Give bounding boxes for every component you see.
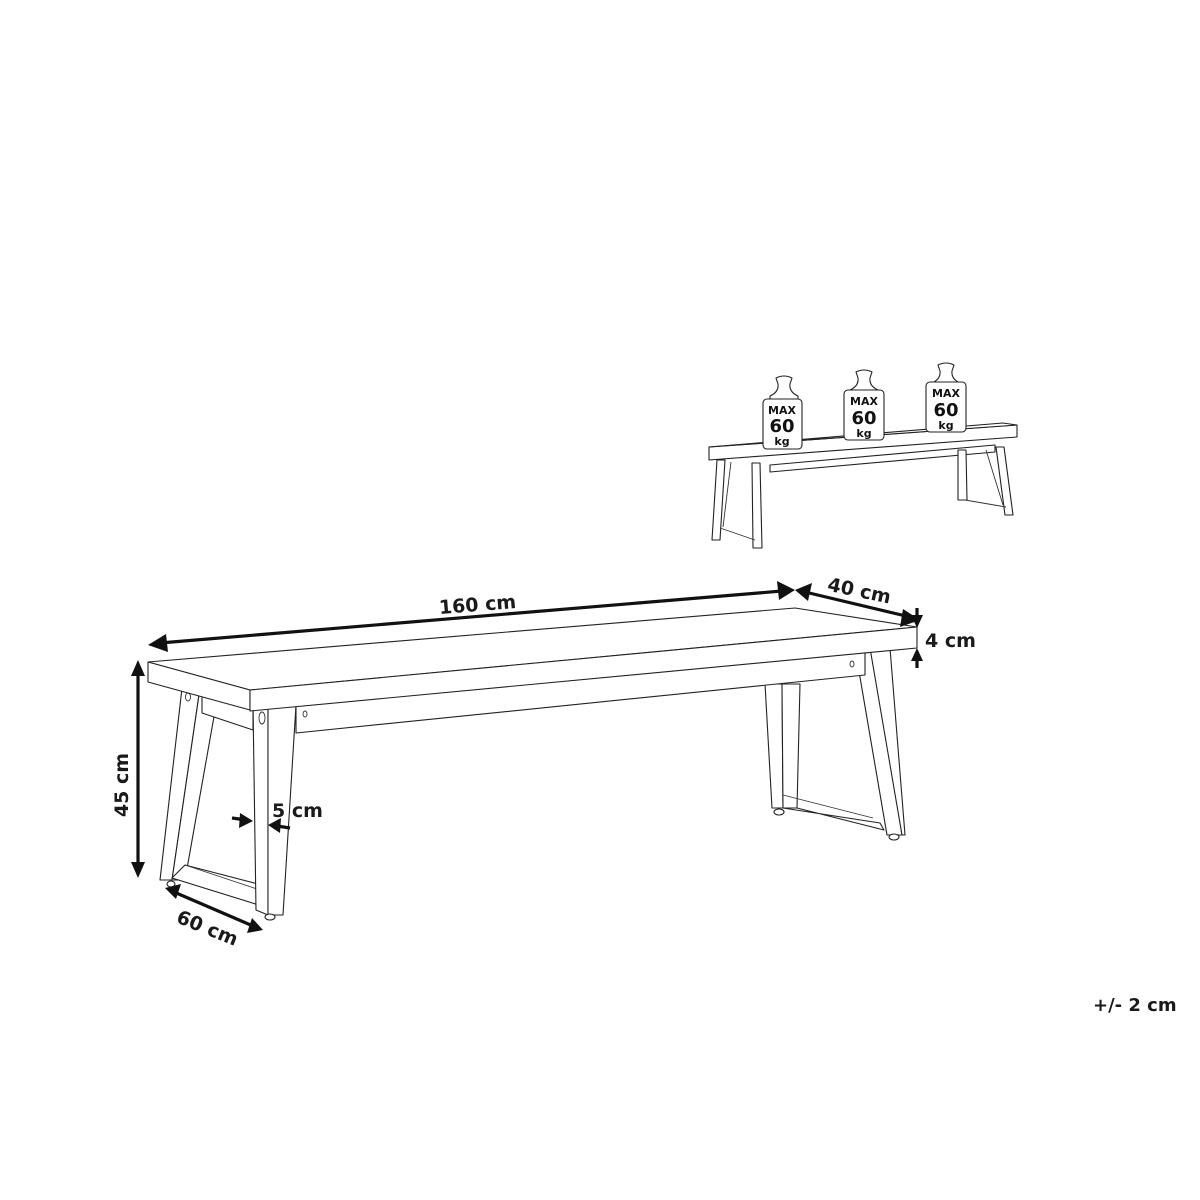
top-thickness-label: 4 cm: [925, 630, 976, 652]
weight-icon-1: MAX 60 kg: [762, 375, 803, 450]
dimension-lines: [131, 581, 923, 933]
weight-unit: kg: [774, 435, 789, 448]
weight-unit: kg: [938, 419, 953, 432]
weight-unit: kg: [856, 427, 871, 440]
weight-icon-2: MAX 60 kg: [843, 369, 885, 441]
weight-max-label: MAX: [932, 387, 960, 400]
weight-value: 60: [933, 400, 958, 421]
weight-max-label: MAX: [768, 404, 796, 417]
weight-value: 60: [851, 408, 876, 429]
height-label: 45 cm: [111, 753, 133, 817]
tolerance-note: +/- 2 cm: [1093, 995, 1177, 1016]
leg-width-label: 5 cm: [272, 800, 323, 822]
main-bench-drawing: [147, 607, 918, 921]
weight-max-label: MAX: [850, 395, 878, 408]
weight-value: 60: [769, 416, 794, 437]
leg-base-label: 60 cm: [173, 906, 241, 950]
load-capacity-illustration: MAX 60 kg MAX 60 kg MAX 60 kg: [708, 362, 1018, 549]
weight-icon-3: MAX 60 kg: [925, 362, 967, 433]
